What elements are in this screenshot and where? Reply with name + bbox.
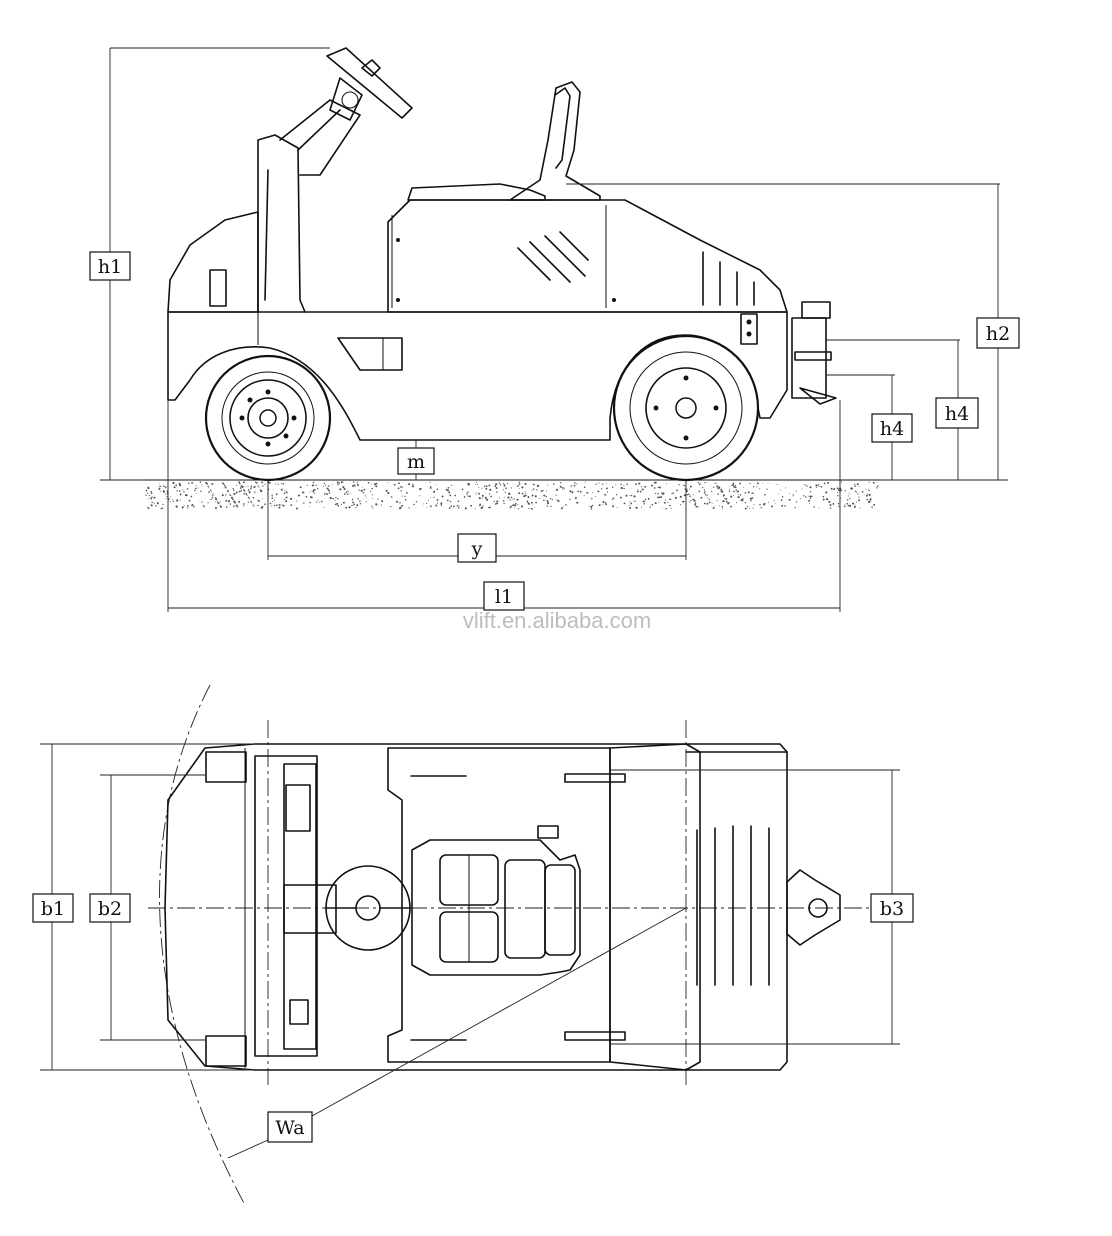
top-view: b1 b2 b3 Wa xyxy=(32,684,914,1206)
label-b2: b2 xyxy=(89,893,131,923)
svg-text:h2: h2 xyxy=(986,323,1010,345)
front-wheel xyxy=(204,354,332,482)
svg-text:y: y xyxy=(471,538,483,560)
label-h4-inner: h4 xyxy=(871,413,913,443)
svg-text:h4: h4 xyxy=(945,403,969,425)
svg-text:b3: b3 xyxy=(880,898,904,920)
watermark: vlift.en.alibaba.com xyxy=(463,608,651,633)
label-l1: l1 xyxy=(483,581,525,611)
svg-text:l1: l1 xyxy=(495,586,513,608)
turning-radius-arc xyxy=(159,684,246,1206)
label-b3: b3 xyxy=(870,893,914,923)
label-h4-outer: h4 xyxy=(935,397,979,429)
label-wa: Wa xyxy=(267,1111,313,1143)
svg-text:b2: b2 xyxy=(98,898,122,920)
ground xyxy=(145,479,880,510)
label-h2: h2 xyxy=(976,317,1020,349)
side-dimensions xyxy=(100,47,1008,612)
label-b1: b1 xyxy=(32,893,74,923)
top-dimensions xyxy=(40,743,900,1159)
svg-text:Wa: Wa xyxy=(275,1117,304,1139)
side-view: h1 h2 h4 h4 m y l1 vlift.en.alibaba.com xyxy=(89,47,1020,633)
svg-text:h1: h1 xyxy=(98,256,122,278)
svg-text:h4: h4 xyxy=(880,418,904,440)
rear-wheel xyxy=(612,334,760,482)
svg-text:b1: b1 xyxy=(41,898,65,920)
svg-text:m: m xyxy=(407,451,425,473)
label-m: m xyxy=(397,447,435,475)
label-h1: h1 xyxy=(89,251,131,281)
label-y: y xyxy=(457,533,497,563)
tractor-top-outline xyxy=(164,743,841,1071)
